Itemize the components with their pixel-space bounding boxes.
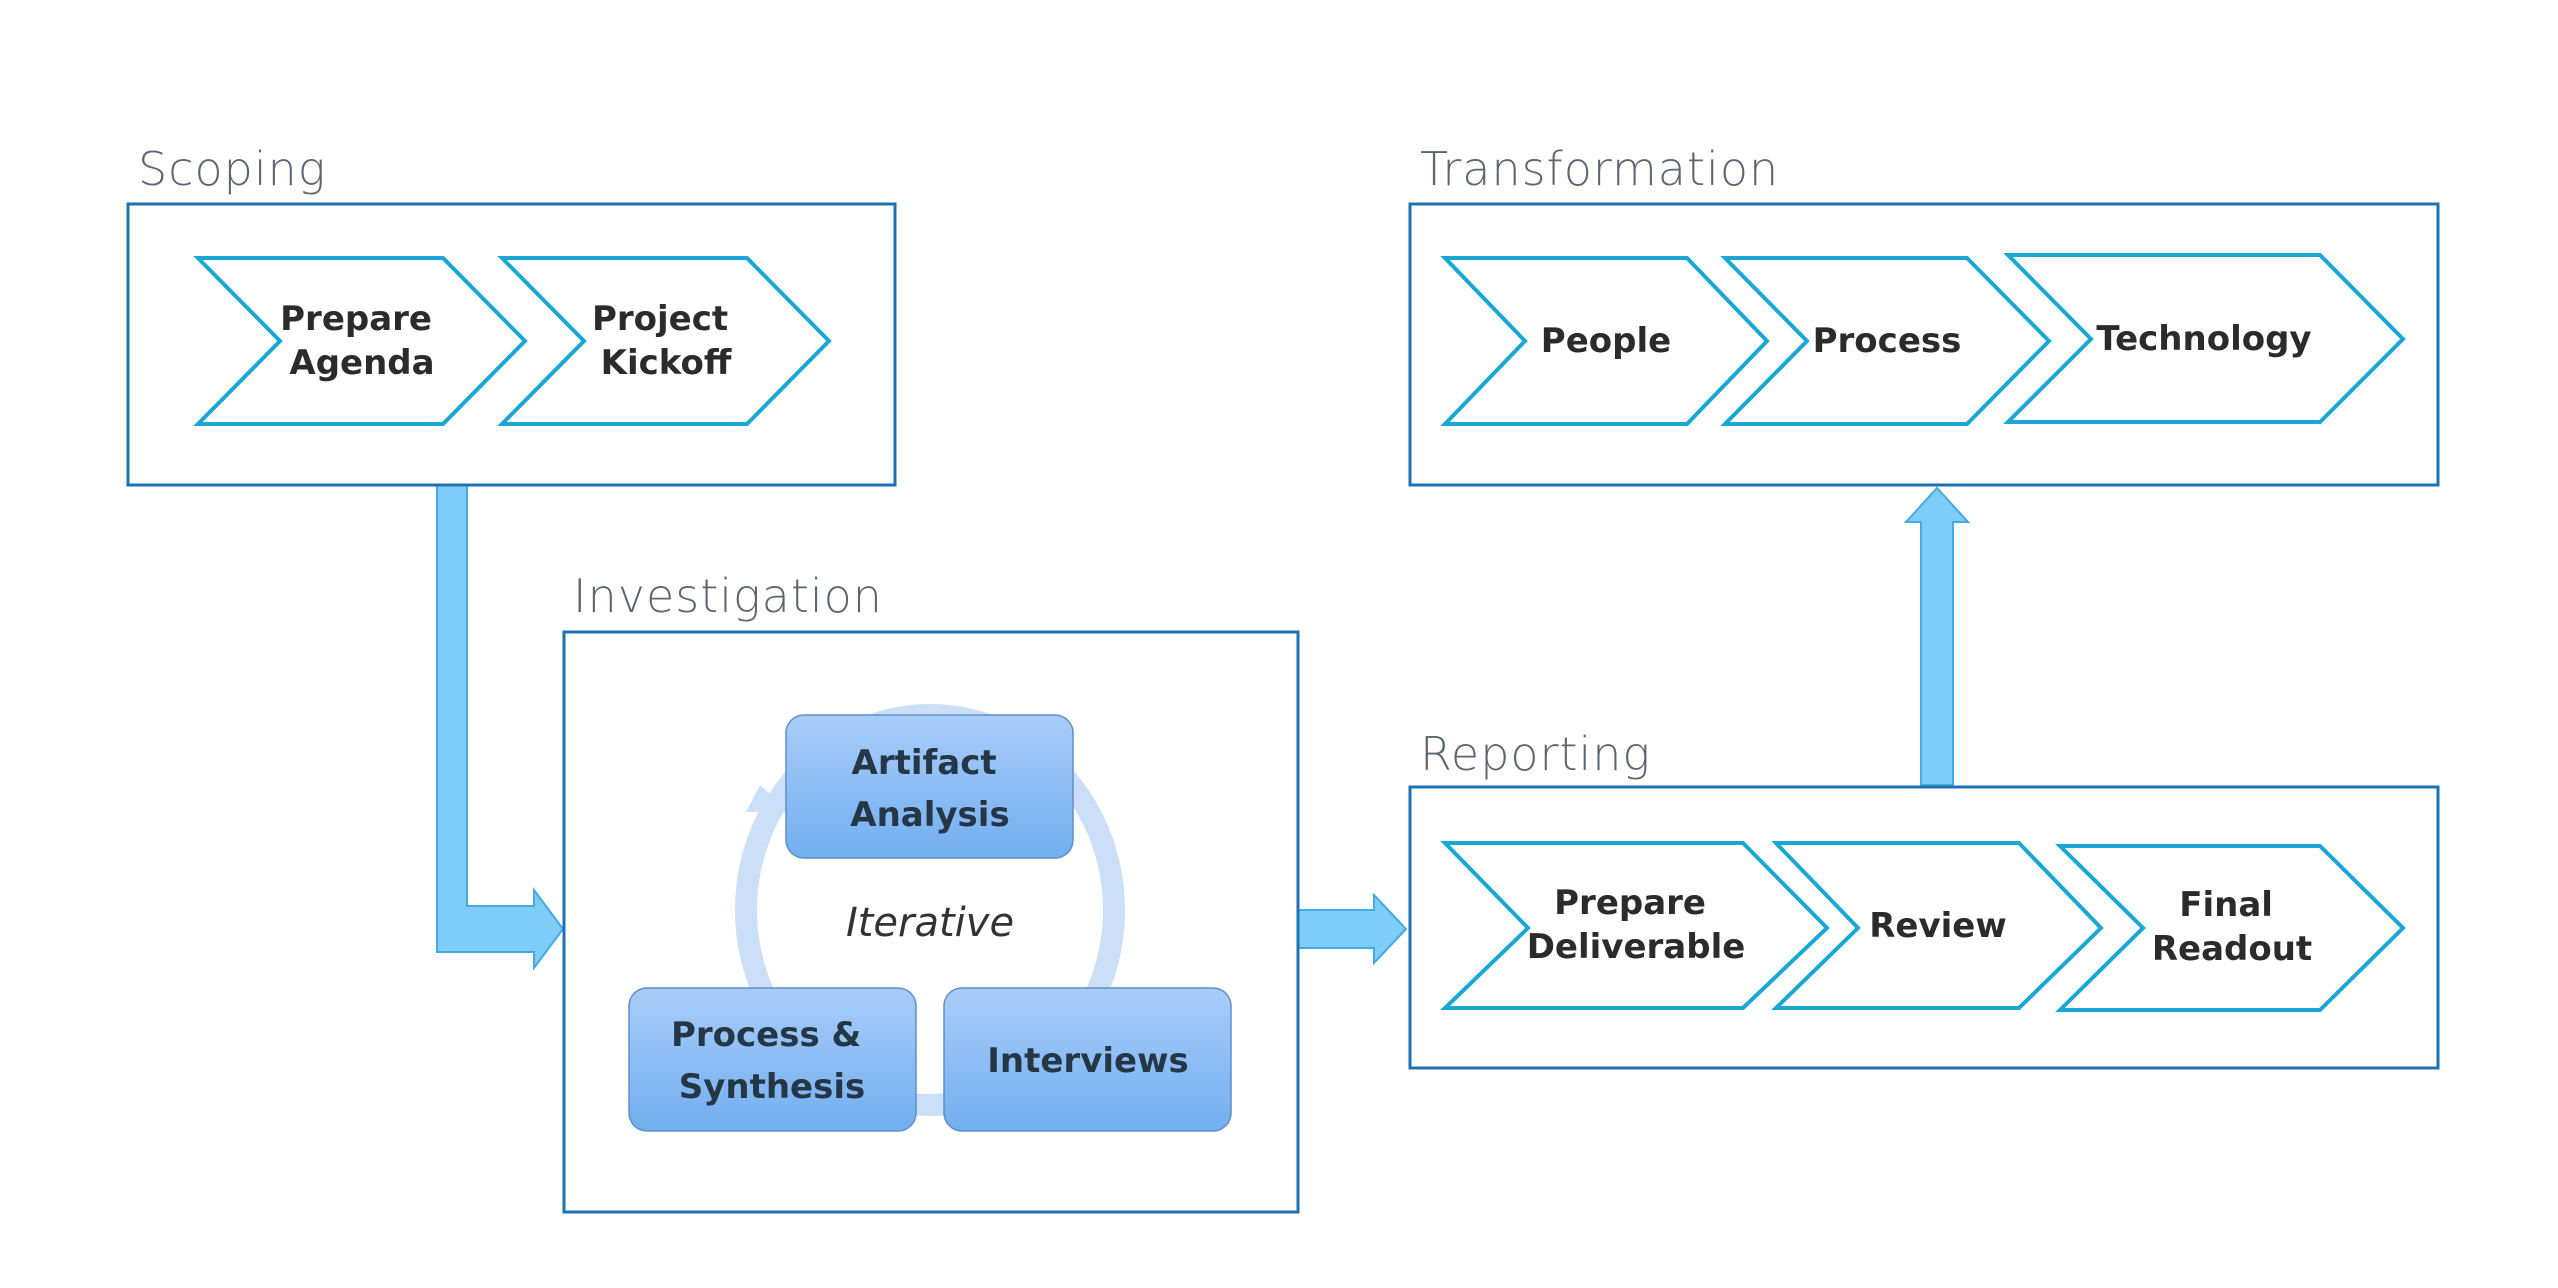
chevron-shape: [1440, 841, 1830, 1010]
chevron-shape: [193, 256, 528, 426]
step-label: Prepare Deliverable: [1527, 883, 1746, 967]
investigation-box-artifact-analysis: Artifact Analysis: [785, 714, 1074, 859]
reporting-step-review: Review: [1771, 841, 2104, 1010]
scoping-step-project-kickoff: Project Kickoff: [497, 256, 832, 426]
scoping-title: Scoping: [138, 142, 326, 196]
chevron-shape: [2003, 253, 2406, 424]
flow-arrow-reporting-to-transformation: [1903, 486, 1971, 786]
reporting-step-final-readout: Final Readout: [2055, 844, 2406, 1012]
investigation-title: Investigation: [573, 569, 883, 623]
chevron-shape: [1720, 256, 2052, 426]
step-label: Final Readout: [2152, 885, 2312, 969]
transformation-title: Transformation: [1420, 142, 1779, 196]
step-label: Review: [1869, 906, 2007, 946]
step-label: Prepare Agenda: [280, 299, 444, 383]
flow-arrow-investigation-to-reporting: [1296, 892, 1408, 966]
investigation-box-interviews: Interviews: [943, 987, 1232, 1132]
step-label: People: [1541, 321, 1671, 361]
step-label: Process: [1813, 321, 1962, 361]
chevron-shape: [497, 256, 832, 426]
box-label: Artifact Analysis: [850, 743, 1009, 835]
step-label: Project Kickoff: [592, 299, 740, 383]
box-label: Process & Synthesis: [671, 1015, 873, 1107]
iterative-label: Iterative: [846, 900, 1014, 946]
chevron-shape: [1440, 256, 1770, 426]
flow-arrow-scoping-to-investigation: [436, 484, 565, 972]
transformation-step-people: People: [1440, 256, 1770, 426]
chevron-shape: [2055, 844, 2406, 1012]
reporting-title: Reporting: [1420, 727, 1651, 781]
chevron-shape: [1771, 841, 2104, 1010]
transformation-step-process: Process: [1720, 256, 2052, 426]
investigation-box-process-synthesis: Process & Synthesis: [628, 987, 917, 1132]
reporting-step-prepare-deliverable: Prepare Deliverable: [1440, 841, 1830, 1010]
scoping-step-prepare-agenda: Prepare Agenda: [193, 256, 528, 426]
cycle-arrowhead-icon: [746, 785, 790, 812]
box-label: Interviews: [987, 1041, 1188, 1081]
transformation-step-technology: Technology: [2003, 253, 2406, 424]
step-label: Technology: [2096, 319, 2311, 359]
